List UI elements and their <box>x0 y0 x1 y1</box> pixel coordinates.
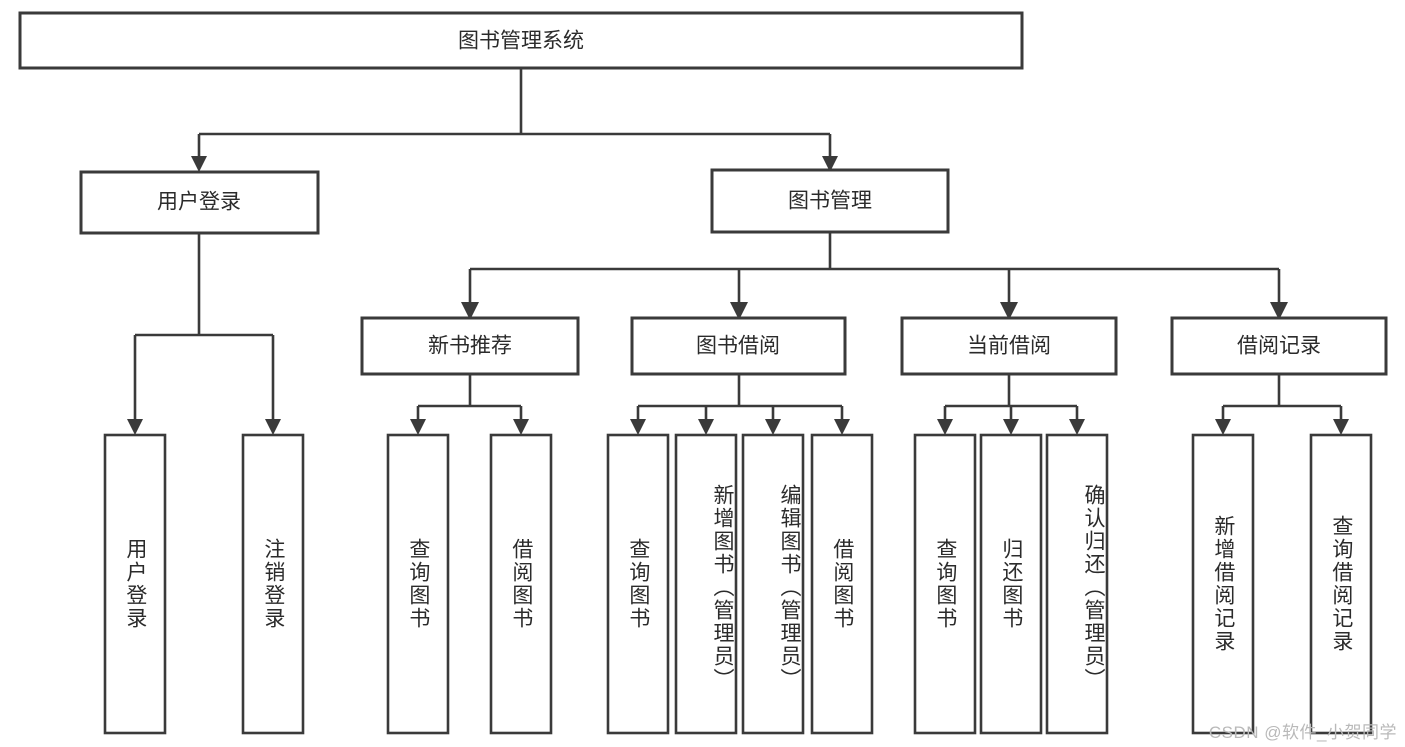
node-box-new-book-recommend[interactable] <box>360 316 580 376</box>
label-current-borrow: 当前借阅 <box>967 335 1051 358</box>
arrow-head-user-login-leaf-2 <box>265 419 281 435</box>
horizontal-label-group: 图书管理系统 用户登录 图书管理 新书推荐 图书借阅 当前借阅 借阅记录 <box>157 30 1321 358</box>
node-box-leaf-book-borrow-4[interactable] <box>810 433 874 735</box>
label-book-borrow: 图书借阅 <box>696 335 780 358</box>
node-box-leaf-borrow-record-2[interactable] <box>1309 433 1373 735</box>
arrow-head-new-book <box>461 302 479 320</box>
arrow-head-borrow-record-leaf-2 <box>1333 419 1349 435</box>
csdn-watermark: CSDN @软件_小贺同学 <box>1208 723 1397 742</box>
arrow-head-current-borrow-leaf-2 <box>1003 419 1019 435</box>
node-box-leaf-book-borrow-1[interactable] <box>606 433 670 735</box>
node-box-leaf-borrow-record-1[interactable] <box>1191 433 1255 735</box>
node-box-leaf-book-borrow-3[interactable] <box>741 433 805 735</box>
node-box-leaf-current-borrow-2[interactable] <box>979 433 1043 735</box>
arrow-head-new-book-leaf-2 <box>513 419 529 435</box>
arrow-head-book-borrow-leaf-1 <box>630 419 646 435</box>
arrow-head-book-borrow-leaf-3 <box>765 419 781 435</box>
node-box-leaf-current-borrow-1[interactable] <box>913 433 977 735</box>
arrow-head-user-login <box>191 156 207 172</box>
arrow-head-book-borrow-leaf-2 <box>698 419 714 435</box>
node-box-leaf-user-login-1[interactable] <box>103 433 167 735</box>
node-box-leaf-current-borrow-3[interactable] <box>1045 433 1109 735</box>
node-box-current-borrow[interactable] <box>900 316 1118 376</box>
node-box-book-manage[interactable] <box>710 168 950 234</box>
label-root: 图书管理系统 <box>458 30 584 53</box>
arrow-head-borrow-record-leaf-1 <box>1215 419 1231 435</box>
node-box-book-borrow[interactable] <box>630 316 847 376</box>
label-new-book-recommend: 新书推荐 <box>428 335 512 358</box>
connector-group <box>127 68 1349 435</box>
arrow-head-current-borrow <box>1000 302 1018 320</box>
node-box-root[interactable] <box>18 11 1024 70</box>
node-box-leaf-book-borrow-2[interactable] <box>674 433 738 735</box>
arrow-head-book-borrow-leaf-4 <box>834 419 850 435</box>
arrow-head-current-borrow-leaf-3 <box>1069 419 1085 435</box>
node-box-leaf-new-book-2[interactable] <box>489 433 553 735</box>
node-box-user-login[interactable] <box>79 170 320 235</box>
node-box-group <box>18 11 1388 735</box>
arrow-head-new-book-leaf-1 <box>410 419 426 435</box>
node-box-borrow-record[interactable] <box>1170 316 1388 376</box>
arrow-head-book-borrow <box>730 302 748 320</box>
arrow-head-book-manage <box>822 156 838 172</box>
label-book-manage: 图书管理 <box>788 190 872 213</box>
arrow-head-borrow-record <box>1270 302 1288 320</box>
arrow-head-user-login-leaf-1 <box>127 419 143 435</box>
label-user-login: 用户登录 <box>157 191 241 214</box>
arrow-head-current-borrow-leaf-1 <box>937 419 953 435</box>
node-box-leaf-user-login-2[interactable] <box>241 433 305 735</box>
label-borrow-record: 借阅记录 <box>1237 335 1321 358</box>
node-box-leaf-new-book-1[interactable] <box>386 433 450 735</box>
